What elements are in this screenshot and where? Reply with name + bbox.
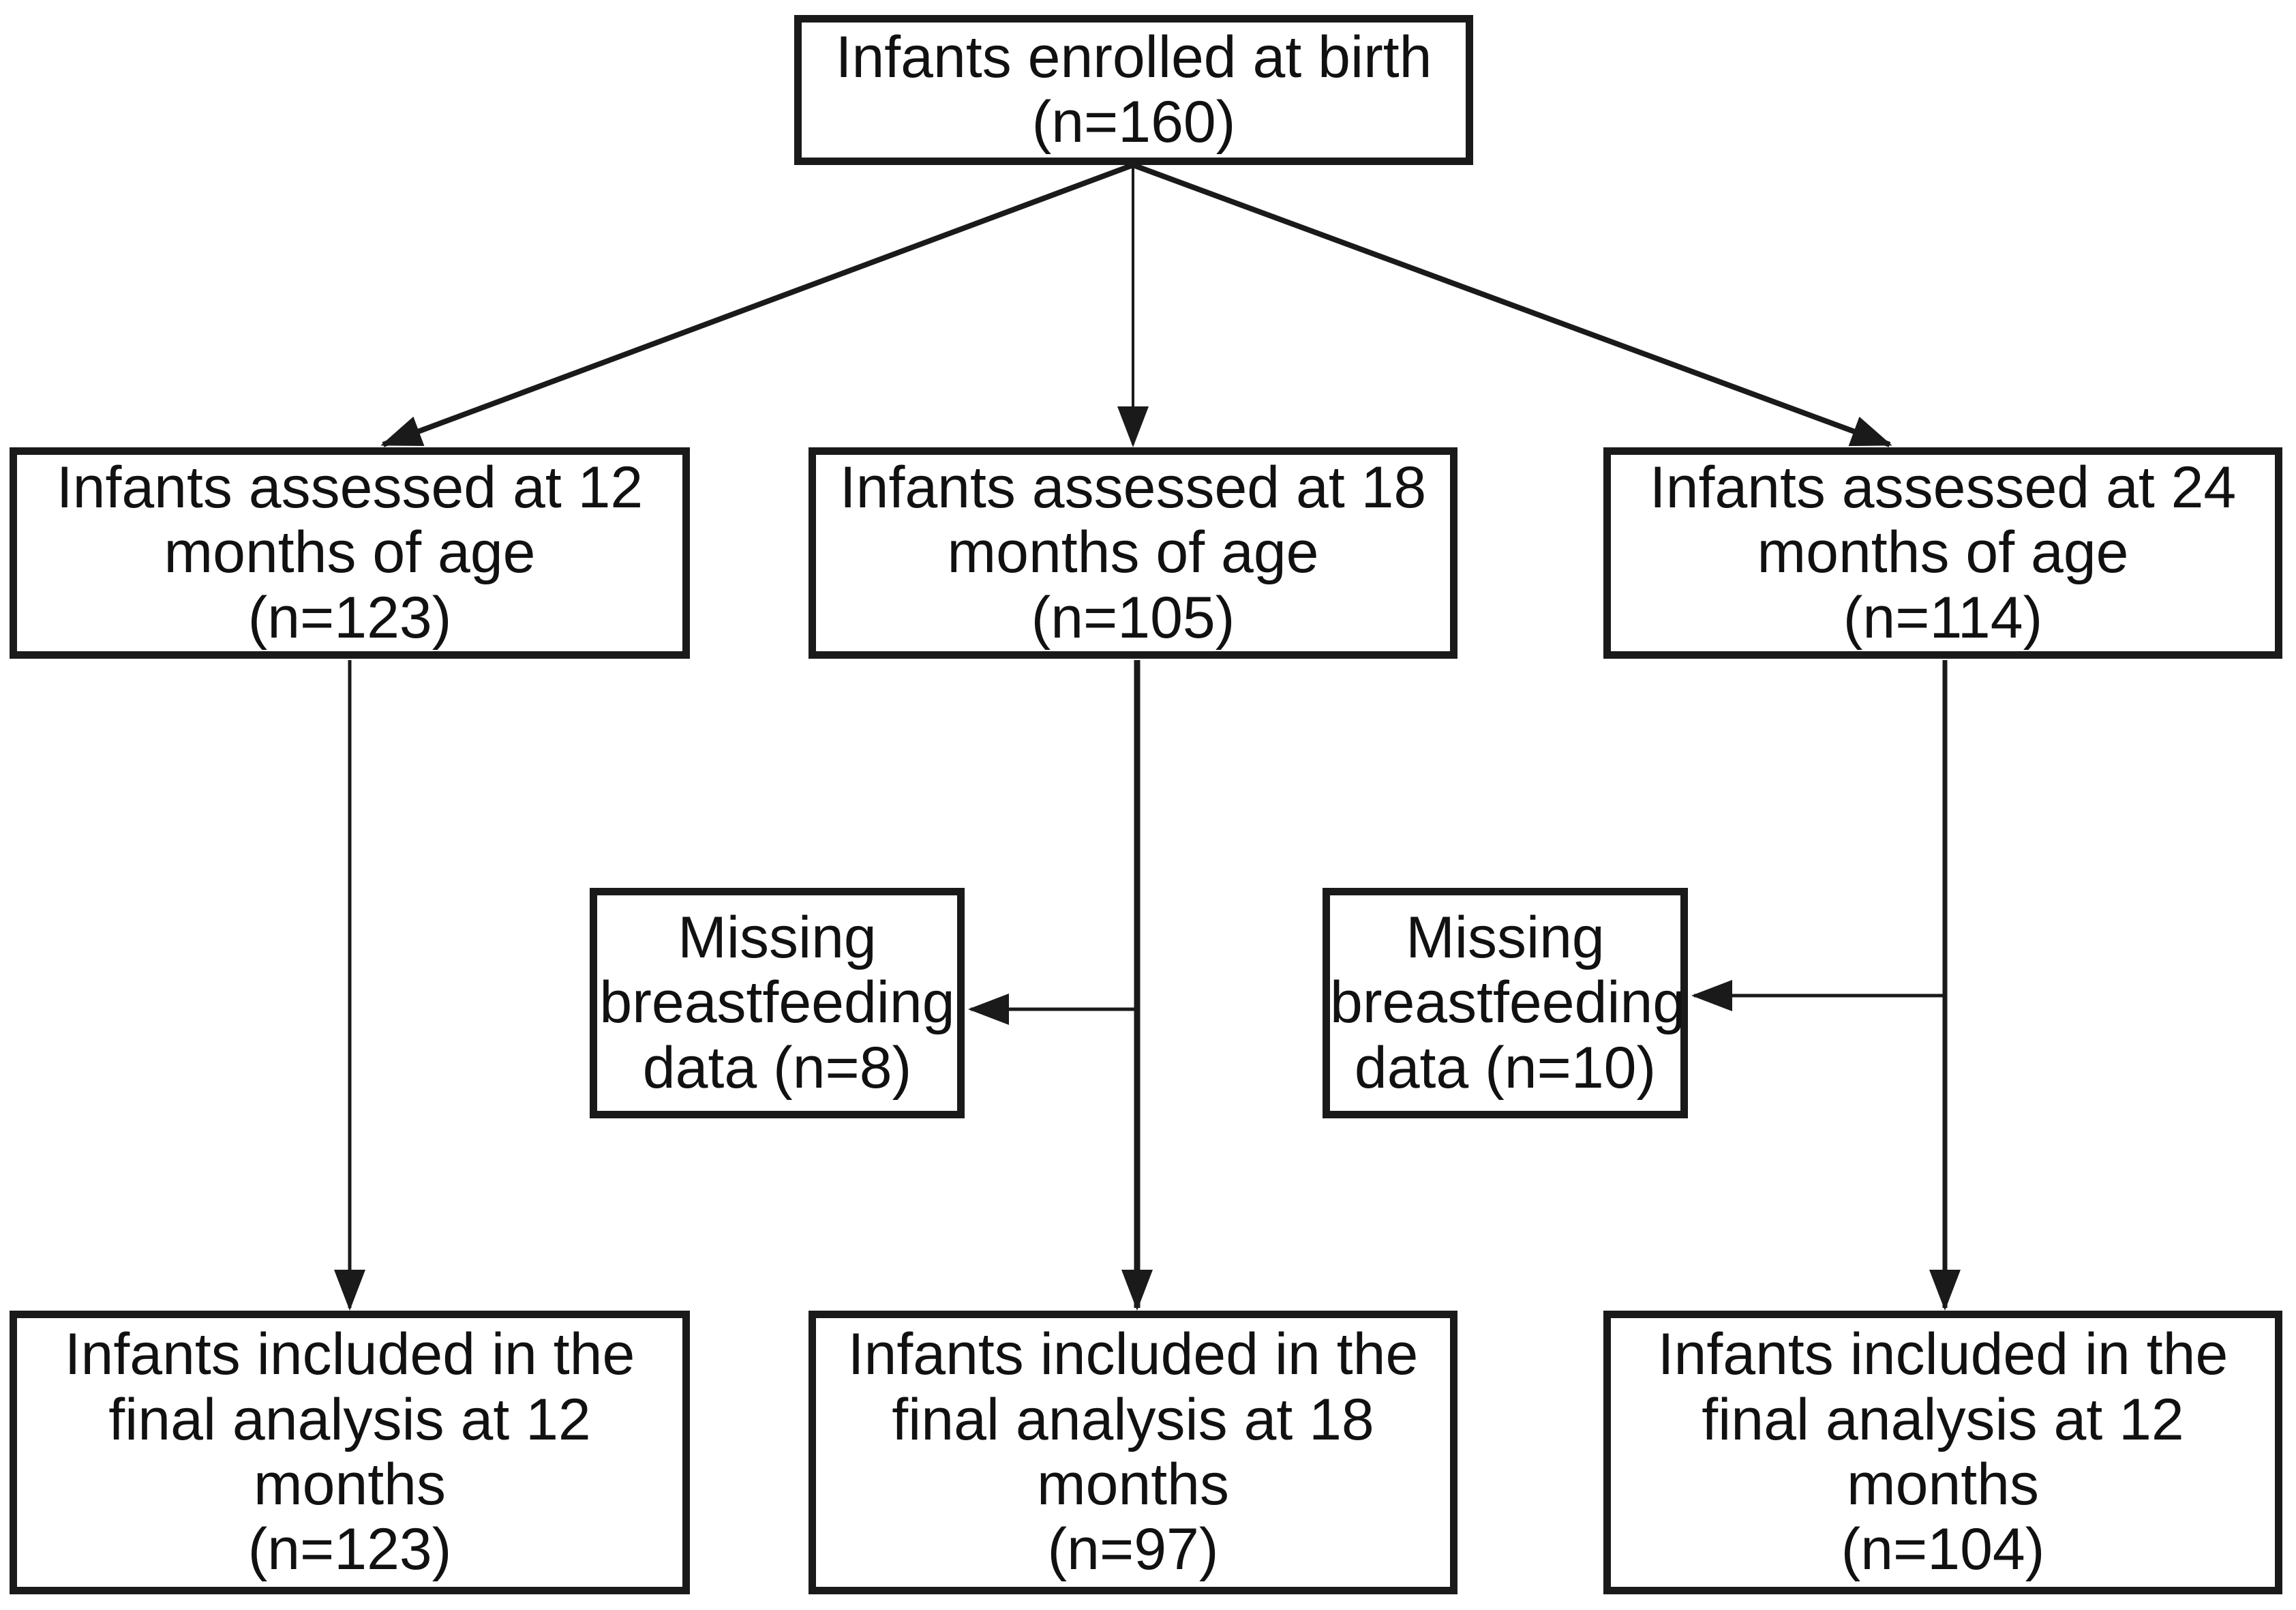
box-final-analysis-12-months-text: Infants included in the final analysis a… [64, 1322, 635, 1583]
box-infants-enrolled: Infants enrolled at birth (n=160) [794, 15, 1473, 165]
arrow-enrolled-to-assessed12-icon [380, 162, 1134, 447]
box-final-analysis-12-months: Infants included in the final analysis a… [10, 1311, 690, 1594]
box-assessed-24-months: Infants assessed at 24 months of age (n=… [1603, 447, 2282, 659]
box-final-analysis-18-months-text: Infants included in the final analysis a… [847, 1322, 1419, 1583]
box-final-analysis-24-months-text: Infants included in the final analysis a… [1657, 1322, 2229, 1583]
box-assessed-12-months-text: Infants assessed at 12 months of age (n=… [56, 454, 644, 651]
box-missing-data-18-months: Missing breastfeeding data (n=8) [590, 888, 965, 1118]
box-final-analysis-24-months: Infants included in the final analysis a… [1603, 1311, 2282, 1594]
box-assessed-24-months-text: Infants assessed at 24 months of age (n=… [1649, 454, 2237, 651]
box-infants-enrolled-text: Infants enrolled at birth (n=160) [835, 24, 1432, 155]
arrow-enrolled-to-assessed24-icon [1132, 162, 1892, 447]
box-final-analysis-18-months: Infants included in the final analysis a… [809, 1311, 1457, 1594]
box-assessed-18-months-text: Infants assessed at 18 months of age (n=… [839, 454, 1427, 651]
box-missing-data-18-months-text: Missing breastfeeding data (n=8) [599, 904, 955, 1101]
box-missing-data-24-months: Missing breastfeeding data (n=10) [1323, 888, 1688, 1118]
box-assessed-18-months: Infants assessed at 18 months of age (n=… [809, 447, 1457, 659]
box-missing-data-24-months-text: Missing breastfeeding data (n=10) [1330, 904, 1686, 1101]
box-assessed-12-months: Infants assessed at 12 months of age (n=… [10, 447, 690, 659]
